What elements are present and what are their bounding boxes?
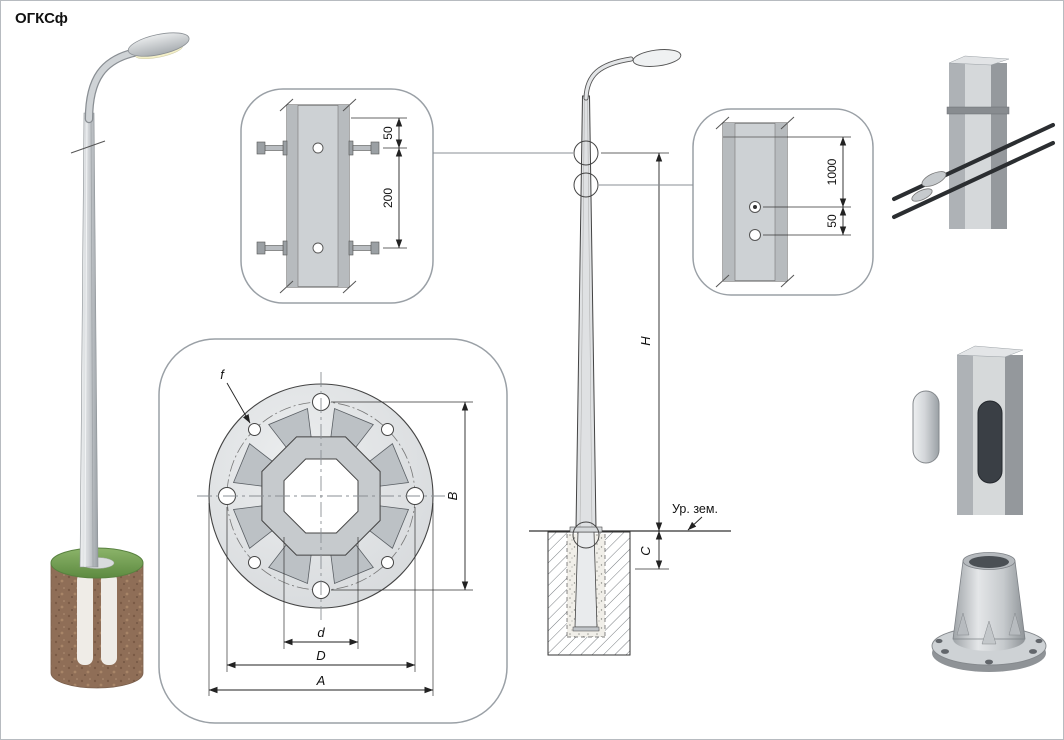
dim-label-B: B	[445, 491, 460, 500]
door-opening	[977, 400, 1003, 484]
dim-label-50-right: 50	[825, 214, 839, 228]
pole-shaft-elevation	[575, 95, 597, 530]
callout-bolt-detail: 50 200	[240, 88, 573, 304]
dim-label-C: C	[638, 546, 653, 556]
dim-label-f: f	[220, 367, 225, 382]
callout-flange-plan: f B d D A	[158, 338, 508, 724]
banding-strap	[946, 106, 1010, 115]
post-top-face	[956, 345, 1024, 358]
label-f-hole: f	[220, 367, 251, 424]
wedge-clamp-1	[921, 171, 947, 187]
dimension-B: B	[331, 401, 473, 591]
dimension-hole-offsets: 1000 50	[763, 136, 851, 236]
break-mark	[70, 140, 106, 154]
lamp-head-elevation	[632, 49, 682, 67]
render-flange-base	[931, 552, 1047, 672]
door-cover-plate	[912, 390, 940, 464]
callout-frame	[692, 108, 874, 296]
dimension-D: D	[226, 507, 416, 672]
bolt-pair-lower	[256, 240, 380, 256]
cable-upper	[892, 123, 1055, 201]
dim-label-H: H	[638, 336, 653, 346]
ground-level-text: Ур. зем.	[672, 502, 718, 516]
dim-label-200: 200	[381, 188, 395, 208]
dimension-H: H	[601, 152, 669, 532]
dimension-bolt-offsets: 50 200	[351, 117, 407, 249]
page-title: ОГКСф	[15, 10, 68, 27]
render-cable-suspension	[892, 55, 1055, 229]
pole-elevation-drawing: H C Ур. зем.	[529, 49, 731, 656]
post-top-face	[948, 55, 1010, 66]
pole-embedded-part	[574, 531, 598, 628]
render-access-door	[912, 345, 1024, 515]
base-plate	[572, 626, 600, 632]
dimension-A: A	[208, 503, 434, 696]
dim-label-50-top: 50	[381, 126, 395, 140]
dimension-C: C	[635, 530, 669, 570]
detail-marker-lower	[573, 172, 599, 198]
render-pole-overview	[50, 32, 190, 689]
cable-lower	[892, 141, 1055, 219]
wiring-hole-lower	[749, 229, 761, 241]
anchor-sleeve-right	[101, 573, 117, 665]
callout-frame	[240, 88, 434, 304]
foundation-cylinder	[50, 562, 144, 689]
ground-level-label: Ур. зем.	[672, 502, 718, 531]
dim-label-d: d	[317, 625, 325, 640]
dim-label-1000: 1000	[825, 158, 839, 185]
wedge-clamp-2	[911, 188, 933, 202]
lamp-head-3d	[127, 32, 190, 60]
callout-frame	[158, 338, 508, 724]
pole-shaft-3d	[79, 112, 99, 568]
callout-hole-detail: 1000 50	[599, 108, 874, 296]
detail-marker-base	[572, 521, 600, 549]
dim-label-D: D	[316, 648, 325, 663]
detail-marker-upper	[573, 140, 599, 166]
anchor-sleeve-left	[77, 573, 93, 665]
dimension-d: d	[283, 537, 359, 649]
flange-elevation	[569, 526, 603, 533]
bolt-pair-upper	[256, 140, 380, 156]
dim-label-A: A	[316, 673, 326, 688]
